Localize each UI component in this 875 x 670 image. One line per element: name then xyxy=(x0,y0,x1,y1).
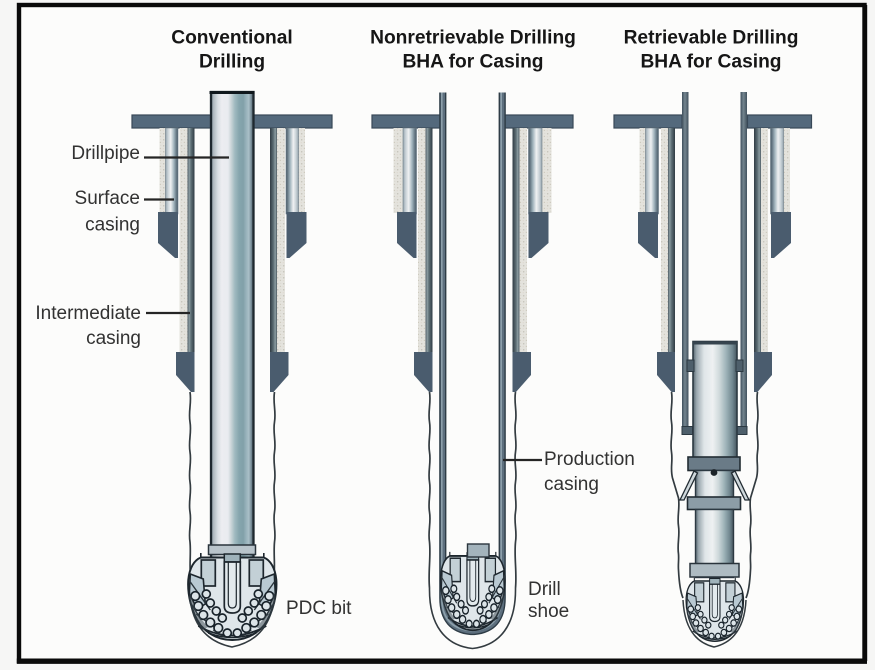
svg-text:Conventional: Conventional xyxy=(171,28,293,49)
svg-text:casing: casing xyxy=(86,328,141,349)
svg-text:Intermediate: Intermediate xyxy=(35,303,141,324)
svg-text:Surface: Surface xyxy=(75,188,140,209)
svg-text:BHA for Casing: BHA for Casing xyxy=(402,52,543,73)
svg-text:PDC bit: PDC bit xyxy=(286,598,352,619)
svg-text:BHA for Casing: BHA for Casing xyxy=(640,52,781,73)
svg-text:shoe: shoe xyxy=(528,601,569,622)
svg-text:Retrievable Drilling: Retrievable Drilling xyxy=(624,28,799,49)
svg-text:Drilling: Drilling xyxy=(199,52,265,73)
svg-text:Nonretrievable Drilling: Nonretrievable Drilling xyxy=(370,28,576,49)
svg-text:Drillpipe: Drillpipe xyxy=(71,143,140,164)
svg-text:casing: casing xyxy=(85,215,140,236)
svg-text:Drill: Drill xyxy=(528,579,561,600)
svg-text:casing: casing xyxy=(544,474,599,495)
svg-text:Production: Production xyxy=(544,449,635,470)
